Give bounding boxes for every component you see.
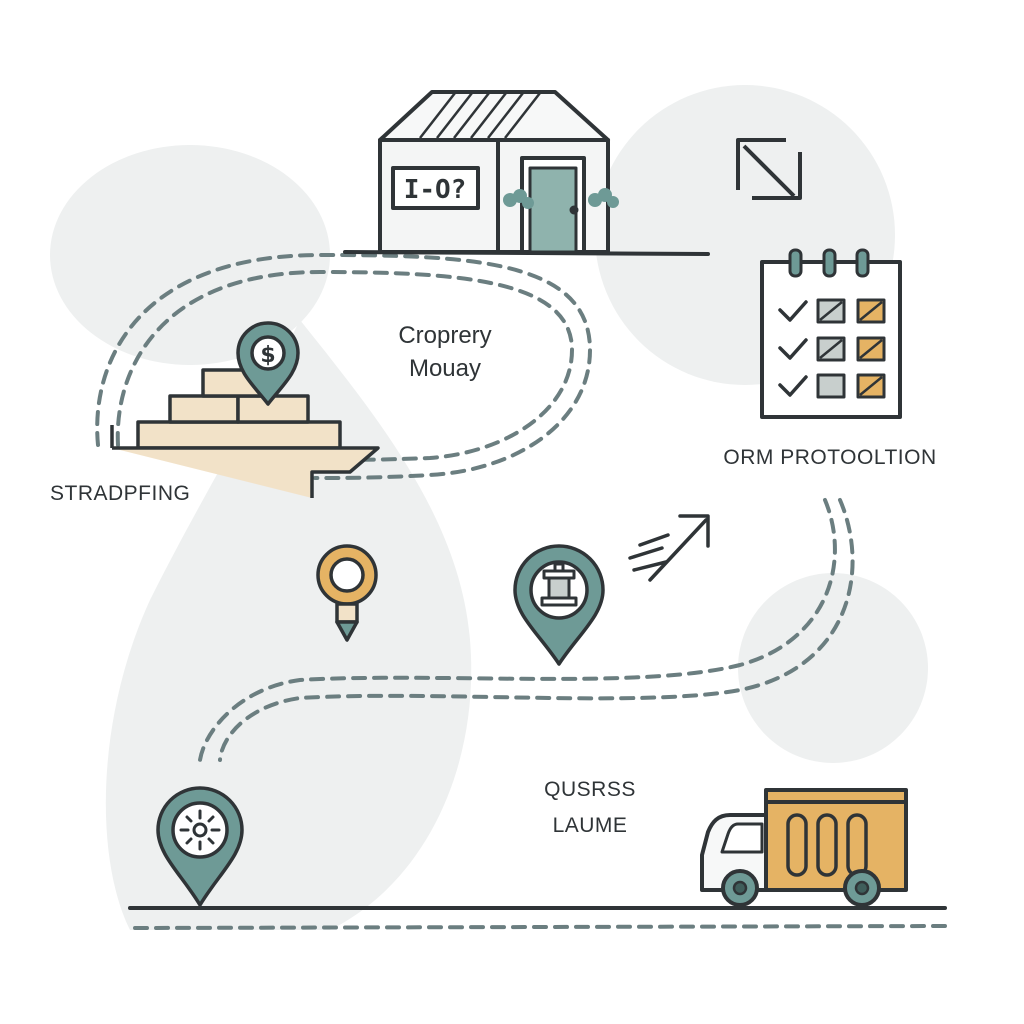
stacked-blocks-icon — [110, 368, 380, 498]
pedestal-location-pin-icon — [513, 544, 605, 666]
pedestal-base — [540, 596, 578, 607]
box-slash — [859, 301, 883, 321]
roof-stripe — [453, 92, 490, 139]
arrow-shaft — [648, 518, 708, 582]
speed-arrow-icon — [628, 514, 710, 582]
target-tick — [207, 815, 215, 823]
grey-box — [816, 373, 846, 399]
truck-cargo-lid — [764, 788, 908, 804]
center-top-label-line1: Croprery — [398, 322, 491, 349]
pin-center — [250, 335, 286, 371]
calendar-rings — [788, 248, 870, 278]
calendar-ring — [822, 248, 837, 278]
dollar-sign: $ — [260, 343, 275, 368]
arrow-bottom-right-head — [752, 152, 802, 200]
route-lines — [95, 252, 947, 930]
roof-stripe — [436, 92, 473, 139]
route-top-loop-inner — [115, 269, 575, 462]
pedestal-knob — [553, 562, 565, 573]
speed-stripe — [632, 560, 668, 572]
left-label: STRADPFING — [50, 482, 190, 505]
cargo-rib — [786, 813, 808, 877]
target-marks — [179, 809, 221, 851]
target-tick — [185, 815, 193, 823]
calendar-checks — [778, 300, 808, 397]
bulb-tip — [335, 620, 359, 642]
bottom-label-line2: LAUME — [553, 814, 628, 837]
store-door-knob — [569, 205, 579, 215]
plant-leaf — [607, 196, 619, 208]
checklist-calendar-icon — [760, 248, 902, 419]
lightbulb-icon — [316, 544, 378, 642]
target-tick — [185, 837, 193, 845]
truck-wheel-rear-hub — [854, 880, 870, 896]
truck-window — [720, 822, 764, 854]
box-slash — [819, 301, 843, 321]
block-middle-left — [168, 394, 240, 424]
bulb-base — [335, 602, 359, 624]
roof-stripe — [470, 92, 507, 139]
store-plant-left — [503, 189, 534, 209]
route-middle-inner — [218, 498, 855, 762]
route-bottom — [133, 924, 947, 930]
diagonal-double-arrow-icon — [736, 138, 802, 200]
store-door-glass — [528, 166, 578, 254]
arrow-head — [678, 514, 710, 548]
calendar-ring — [788, 248, 803, 278]
route-top-loop-outer — [95, 252, 593, 480]
check-mark — [778, 300, 808, 322]
center-top-label-line2: Mouay — [409, 355, 481, 382]
calendar-box-slashes — [819, 301, 883, 396]
box-slash — [859, 339, 883, 359]
shelf-ledge — [112, 446, 380, 498]
speed-stripe — [638, 533, 670, 547]
diagram-labels: Croprery Mouay STRADPFING ORM PROTOOLTIO… — [50, 322, 936, 837]
box-slash — [819, 339, 843, 359]
truck-wheel-front-hub — [732, 880, 748, 896]
roof-stripe — [419, 92, 456, 139]
check-mark — [778, 338, 808, 360]
arrow-shaft — [742, 144, 796, 198]
speed-stripe — [628, 546, 664, 560]
target-core — [192, 822, 208, 838]
store-plant-right — [588, 188, 619, 208]
box-slash — [859, 376, 883, 396]
cargo-rib — [816, 813, 838, 877]
route-middle-outer — [198, 498, 837, 762]
store-sign-text: I-O? — [404, 175, 467, 205]
pedestal-shape — [540, 562, 578, 607]
calendar-ring — [855, 248, 870, 278]
delivery-truck-icon — [700, 788, 908, 907]
bulb-center — [329, 557, 365, 593]
block-bottom — [136, 420, 342, 450]
store-roof — [378, 90, 610, 142]
target-location-pin-icon — [156, 786, 244, 907]
plant-leaf — [522, 197, 534, 209]
bottom-label-line1: QUSRSS — [544, 778, 636, 801]
store-sign-board — [391, 166, 480, 210]
arrow-top-left-head — [736, 138, 786, 190]
blob-left — [50, 145, 330, 365]
check-mark — [778, 375, 808, 397]
pedestal-column — [547, 576, 571, 600]
store-roof-stripes — [419, 92, 541, 139]
storefront-icon: I-O? — [378, 90, 619, 254]
right-label: ORM PROTOOLTION — [723, 446, 936, 469]
target-tick — [207, 837, 215, 845]
roof-stripe — [487, 92, 524, 139]
roof-stripe — [504, 92, 541, 139]
blob-right — [738, 573, 928, 763]
dollar-location-pin-icon: $ — [236, 321, 300, 406]
blob-center — [105, 320, 472, 930]
